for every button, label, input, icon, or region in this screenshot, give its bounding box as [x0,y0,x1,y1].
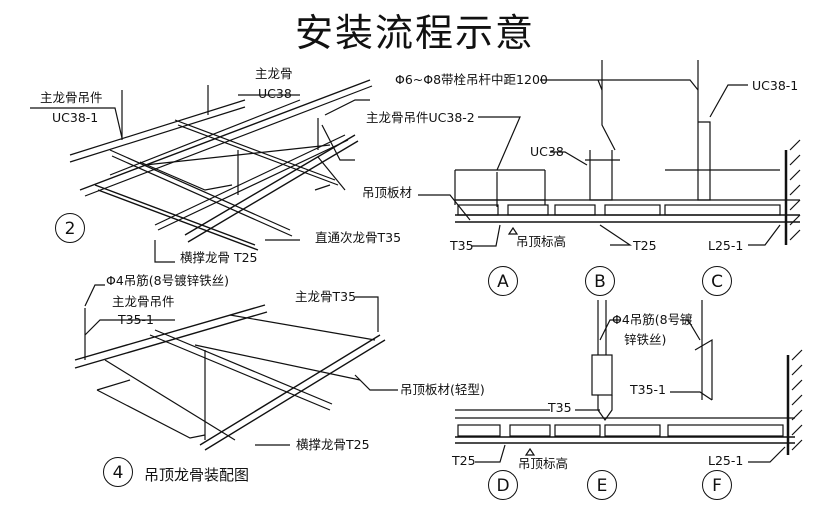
label-uc38: UC38 [530,144,564,159]
label-ceiling-level-def: 吊顶标高 [518,456,569,471]
section-marker-b: B [585,266,615,296]
label-l25-1-def: L25-1 [708,453,744,468]
label-wire: Φ4吊筋(8号镀锌铁丝) [106,273,229,288]
label-t35: T35 [450,238,474,253]
label-cross-brace-keel: 横撑龙骨 T25 [180,250,258,265]
label-t35-def: T35 [548,400,572,415]
section-marker-c: C [702,266,732,296]
label-ceiling-level: 吊顶标高 [516,234,567,249]
label-main-keel-hanger: 主龙骨吊件 [40,90,103,105]
label-main-keel-hanger-code-4: T35-1 [118,312,155,327]
label-main-keel-hanger-4: 主龙骨吊件 [112,294,175,309]
label-t25: T25 [633,238,657,253]
label-t25-def: T25 [452,453,476,468]
label-uc38-1: UC38-1 [752,78,799,93]
section-def [455,300,803,463]
label-t35-1: T35-1 [630,382,667,397]
label-main-keel-t35: 主龙骨T35 [295,289,357,304]
label-ceiling-board-light: 吊顶板材(轻型) [400,382,485,397]
iso-grid-4 [74,284,398,451]
label-through-secondary-keel: 直通次龙骨T35 [315,230,402,245]
label-hanger-uc38-2: 主龙骨吊件UC38-2 [366,110,475,125]
label-main-keel-hanger-code: UC38-1 [52,110,99,125]
label-wire-line1: Φ4吊筋(8号镀 [612,312,693,327]
label-l25-1: L25-1 [708,238,744,253]
label-wire-line2: 锌铁丝) [624,332,667,347]
label-cross-brace-keel-4: 横撑龙骨T25 [296,437,370,452]
label-main-keel-code: UC38 [258,86,292,101]
diagram-marker-2: 2 [55,213,85,243]
label-main-keel: 主龙骨 [255,66,293,81]
label-rod-spacing: Φ6~Φ8带栓吊杆中距1200 [395,72,548,87]
diagram-4-caption: 吊顶龙骨装配图 [144,466,250,484]
section-marker-e: E [587,470,617,500]
diagram-marker-4: 4 [103,457,133,487]
section-marker-a: A [488,266,518,296]
label-ceiling-board: 吊顶板材 [362,185,413,200]
iso-grid-2 [30,79,373,263]
section-marker-f: F [702,470,732,500]
section-marker-d: D [488,470,518,500]
page-title: 安装流程示意 [294,11,535,55]
section-abc [418,60,801,247]
